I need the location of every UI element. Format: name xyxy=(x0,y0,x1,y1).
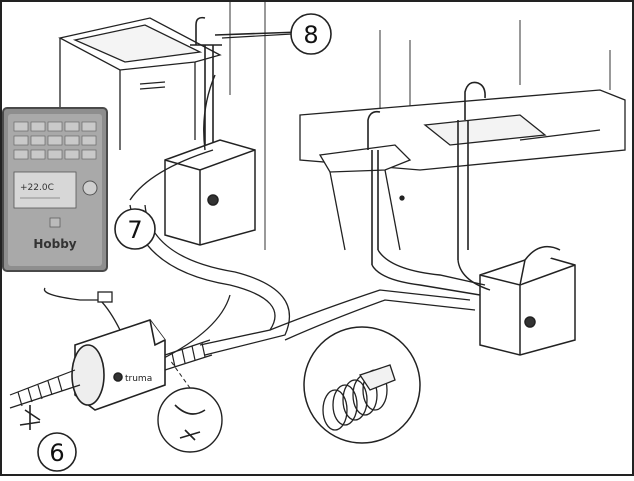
callout-6: 6 xyxy=(37,432,77,472)
panel-display xyxy=(13,171,77,209)
callout-7: 7 xyxy=(114,208,156,250)
water-tank-upper xyxy=(164,139,256,246)
panel-buttons xyxy=(13,121,97,160)
callout-7-label: 7 xyxy=(127,216,142,244)
panel-display-value: +22.0C xyxy=(20,183,54,193)
washbasin xyxy=(318,144,412,251)
tap-washbasin xyxy=(367,110,381,265)
room-walls xyxy=(229,2,611,250)
power-cable xyxy=(43,287,121,331)
detail-valve-circle xyxy=(157,359,223,453)
heater-brand-label: truma xyxy=(125,374,152,384)
callout-8-label: 8 xyxy=(303,21,318,49)
panel-small-button xyxy=(49,217,61,228)
tap-top xyxy=(190,16,301,150)
panel-knob-icon xyxy=(82,180,98,196)
water-tank-lower xyxy=(479,245,576,356)
control-panel: +22.0C Hobby xyxy=(2,107,108,272)
callout-6-label: 6 xyxy=(49,439,64,467)
panel-brand: Hobby xyxy=(33,237,76,251)
air-heater xyxy=(71,319,166,411)
tap-kitchen xyxy=(457,81,486,260)
corner-sink xyxy=(58,17,222,150)
water-pipes xyxy=(129,74,491,296)
corrugated-tubes xyxy=(9,339,213,409)
callout-8: 8 xyxy=(221,13,332,55)
detail-clamp-circle xyxy=(303,326,421,444)
gas-valve xyxy=(19,405,41,430)
